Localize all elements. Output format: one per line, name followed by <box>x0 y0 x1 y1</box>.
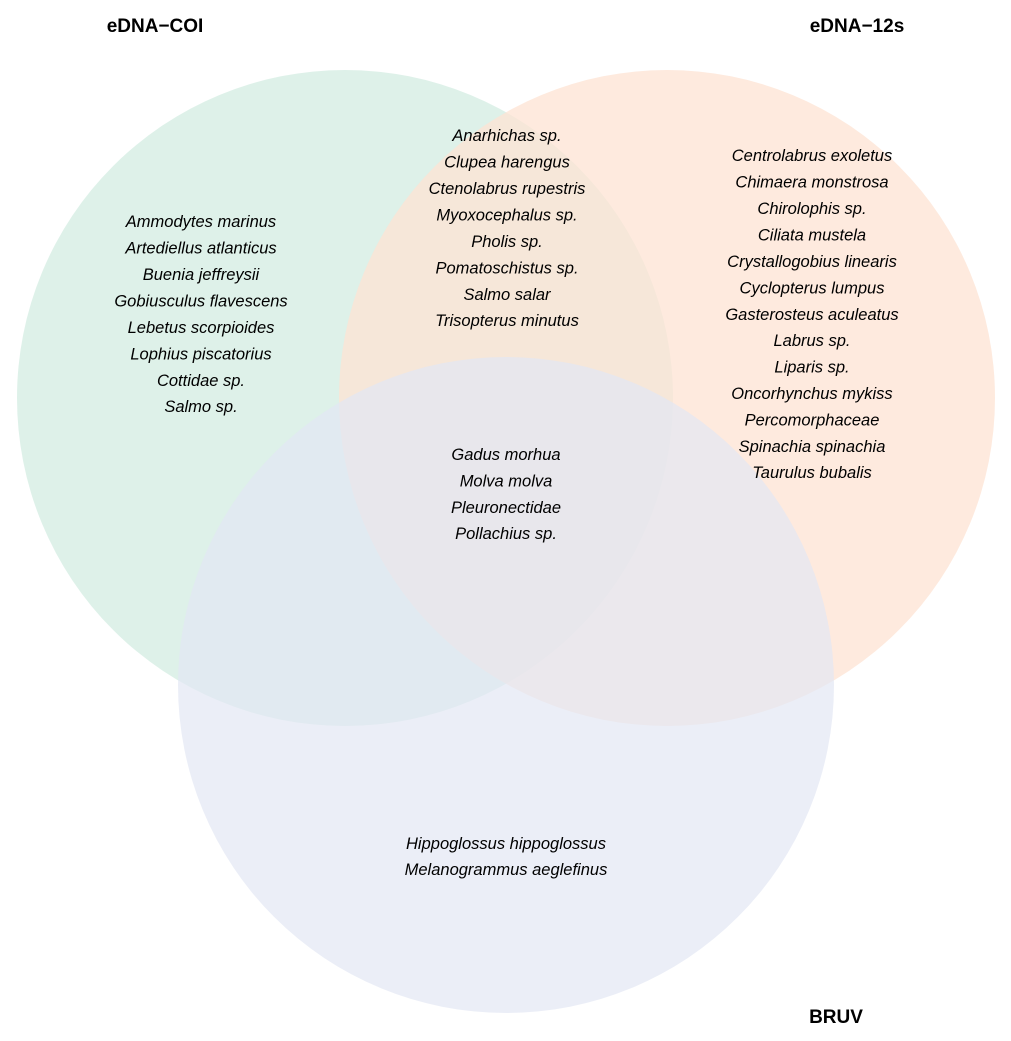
species-label: Trisopterus minutus <box>435 312 579 330</box>
species-label: Ammodytes marinus <box>125 213 276 231</box>
species-label: Lebetus scorpioides <box>128 319 275 337</box>
species-label: Gadus morhua <box>451 446 560 464</box>
region-coi-12s: Anarhichas sp. Clupea harengus Ctenolabr… <box>429 127 586 330</box>
region-all-three: Gadus morhua Molva molva Pleuronectidae … <box>451 446 561 543</box>
species-label: Labrus sp. <box>773 332 850 350</box>
species-label: Centrolabrus exoletus <box>732 147 893 165</box>
species-label: Salmo sp. <box>164 398 237 416</box>
species-label: Pholis sp. <box>471 233 543 251</box>
species-label: Liparis sp. <box>774 359 849 377</box>
species-label: Gobiusculus flavescens <box>114 293 287 311</box>
region-12s-only: Centrolabrus exoletus Chimaera monstrosa… <box>725 147 898 482</box>
set-label-bruv: BRUV <box>809 1007 863 1028</box>
circle-bruv <box>178 357 834 1013</box>
species-label: Anarhichas sp. <box>451 127 561 145</box>
species-label: Buenia jeffreysii <box>143 266 261 284</box>
species-label: Oncorhynchus mykiss <box>731 385 892 403</box>
species-label: Pomatoschistus sp. <box>435 260 578 278</box>
species-label: Pleuronectidae <box>451 499 561 517</box>
species-label: Salmo salar <box>463 286 552 304</box>
species-label: Lophius piscatorius <box>130 346 271 364</box>
species-label: Molva molva <box>460 473 553 491</box>
species-label: Crystallogobius linearis <box>727 253 897 271</box>
species-label: Chirolophis sp. <box>757 200 866 218</box>
species-label: Myoxocephalus sp. <box>436 207 577 225</box>
species-label: Taurulus bubalis <box>752 464 872 482</box>
species-label: Chimaera monstrosa <box>735 174 888 192</box>
species-label: Gasterosteus aculeatus <box>725 306 898 324</box>
species-label: Cottidae sp. <box>157 372 245 390</box>
set-label-edna-coi: eDNA−COI <box>107 16 204 37</box>
set-labels: eDNA−COI eDNA−12s BRUV <box>107 16 905 1028</box>
region-bruv-only: Hippoglossus hippoglossus Melanogrammus … <box>405 835 608 879</box>
species-label: Spinachia spinachia <box>739 438 886 456</box>
species-label: Pollachius sp. <box>455 525 557 543</box>
species-label: Melanogrammus aeglefinus <box>405 861 608 879</box>
species-label: Clupea harengus <box>444 154 570 172</box>
region-coi-only: Ammodytes marinus Artediellus atlanticus… <box>114 213 287 416</box>
species-label: Cyclopterus lumpus <box>740 280 885 298</box>
set-label-edna-12s: eDNA−12s <box>810 16 905 37</box>
venn-circles <box>17 70 995 1013</box>
species-label: Hippoglossus hippoglossus <box>406 835 606 853</box>
species-label: Percomorphaceae <box>745 412 880 430</box>
species-label: Ctenolabrus rupestris <box>429 180 586 198</box>
species-label: Ciliata mustela <box>758 227 866 245</box>
species-label: Artediellus atlanticus <box>124 240 276 258</box>
